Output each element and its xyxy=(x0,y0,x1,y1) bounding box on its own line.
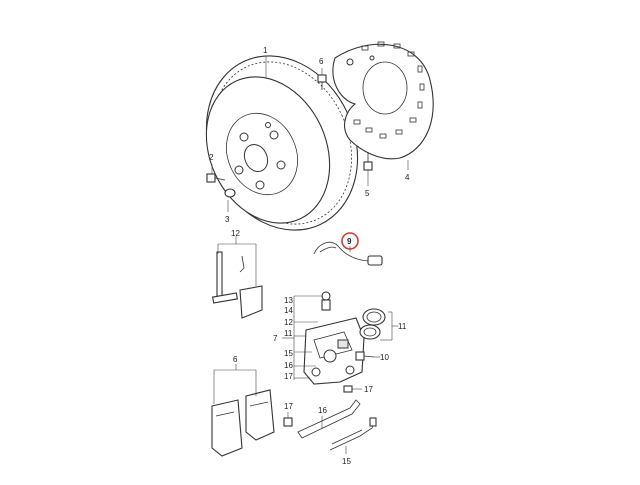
bolt-10 xyxy=(355,351,375,361)
brake-pads xyxy=(211,389,275,457)
callout-12-caliper: 12 xyxy=(284,318,293,327)
callout-15-line: 15 xyxy=(342,457,351,466)
callout-1: 1 xyxy=(263,46,268,55)
callout-15-caliper: 15 xyxy=(284,349,293,358)
callout-13: 13 xyxy=(284,296,293,305)
brake-rotor xyxy=(205,55,359,231)
callout-2: 2 xyxy=(209,153,214,162)
pin-kit xyxy=(212,251,263,319)
bolt-5 xyxy=(363,152,373,171)
callout-16-line: 16 xyxy=(318,406,327,415)
callout-17-caliper: 17 xyxy=(284,372,293,381)
callout-10: 10 xyxy=(380,353,389,362)
callout-3: 3 xyxy=(225,215,230,224)
callout-5: 5 xyxy=(365,189,370,198)
callout-17-line: 17 xyxy=(364,385,373,394)
brake-hose-lines xyxy=(283,385,377,451)
dust-shield xyxy=(332,41,434,160)
callout-11-caliper: 11 xyxy=(284,329,293,338)
callout-17-clip: 17 xyxy=(284,402,293,411)
callout-6: 6 xyxy=(319,57,324,66)
brake-caliper xyxy=(303,291,365,385)
callout-14: 14 xyxy=(284,306,293,315)
callout-4: 4 xyxy=(405,173,410,182)
callout-7: 7 xyxy=(273,334,278,343)
wear-sensor xyxy=(313,232,383,266)
callout-12-pins: 12 xyxy=(231,229,240,238)
callout-9: 9 xyxy=(347,237,352,246)
seal-rings xyxy=(359,308,386,340)
bolt-2 xyxy=(206,173,226,183)
callout-11-seals: 11 xyxy=(398,322,407,331)
callout-8: 6 xyxy=(233,355,238,364)
callout-16-caliper: 16 xyxy=(284,361,293,370)
leader-lines xyxy=(211,56,409,454)
callout-labels: 1 2 3 4 5 6 9 12 6 7 13 14 12 11 15 16 1… xyxy=(209,46,410,466)
washer-3 xyxy=(224,188,236,198)
